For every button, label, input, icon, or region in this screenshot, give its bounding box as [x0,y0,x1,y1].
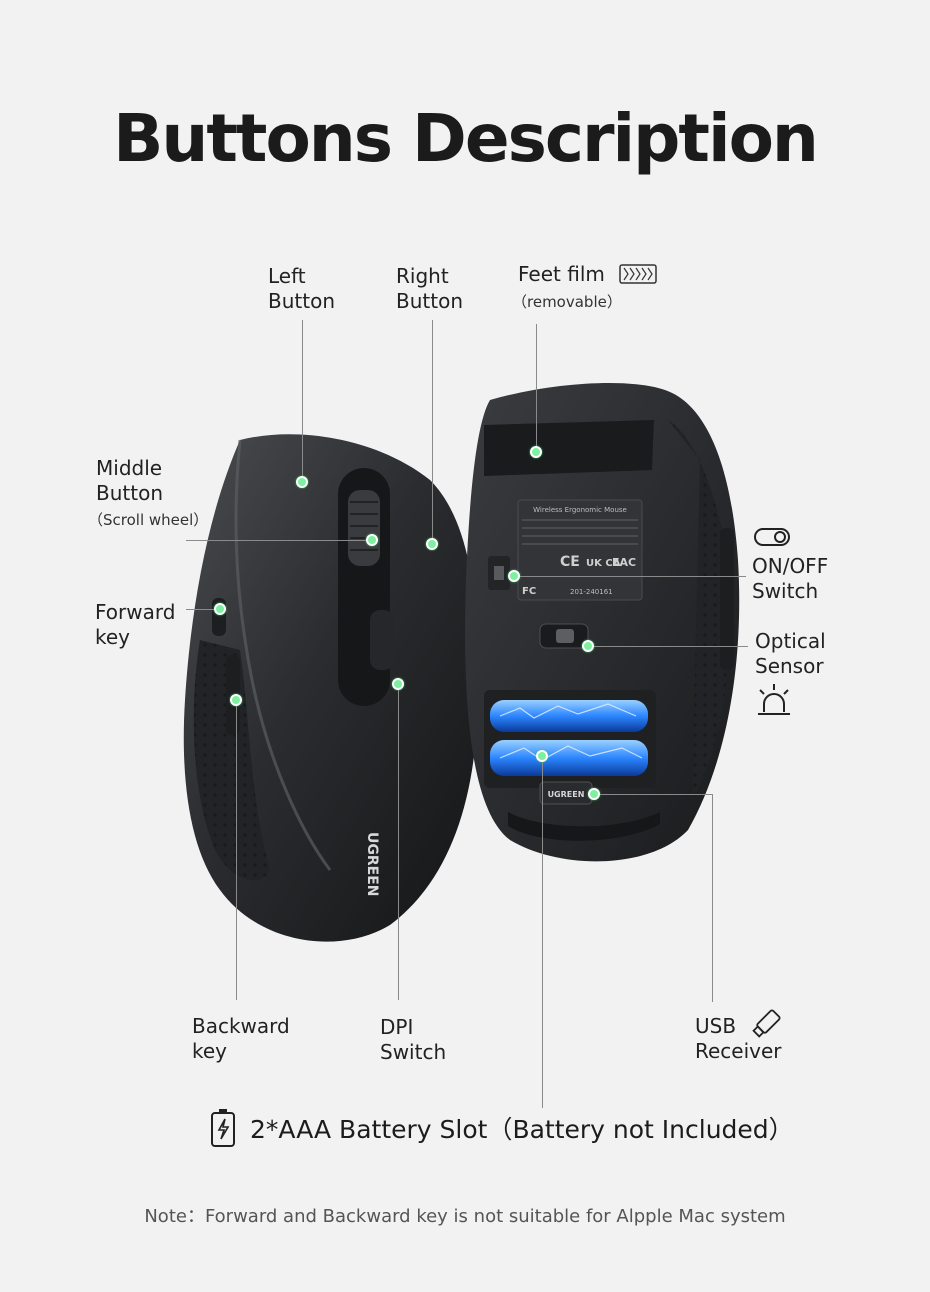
dot-backward-key [230,694,242,706]
ukca-mark: UK CA [586,558,621,569]
dot-on-off [508,570,520,582]
dot-usb-receiver [588,788,600,800]
label-feet-film-note: （removable） [512,293,622,311]
label-dpi-switch: DPI Switch [380,1015,447,1064]
battery-icon [211,1109,235,1147]
dot-optical [582,640,594,652]
leader-right-button [432,320,433,544]
battery-slot-caption: 2*AAA Battery Slot（Battery not Included） [210,1108,794,1148]
label-optical-sensor: Optical Sensor [755,629,826,678]
ce-mark: CE [560,554,580,570]
leader-battery [542,756,543,1108]
label-right-button: Right Button [396,264,463,313]
battery-slot-text: 2*AAA Battery Slot（Battery not Included） [250,1115,794,1144]
leader-usb-h [594,794,712,795]
leader-backward-key [236,700,237,1000]
leader-dpi-switch [398,684,399,1000]
page-title: Buttons Description [113,100,819,177]
label-on-off-switch: ON/OFF Switch [752,554,829,603]
feet-film-text: Feet film [518,262,605,286]
dot-dpi-switch [392,678,404,690]
label-plate-serial: 201-240161 [570,588,613,596]
label-usb-receiver: USB Receiver [695,1014,782,1063]
leader-left-button [302,320,303,482]
label-middle-button: Middle Button [96,456,163,505]
battery-bottom [490,740,648,776]
sensor-light-icon [758,684,790,715]
fcc-mark: FC [522,586,536,597]
dot-feet-film [530,446,542,458]
leader-middle-button-h [186,540,372,541]
leader-on-off [514,576,746,577]
label-plate-heading: Wireless Ergonomic Mouse [533,506,627,514]
feet-film-icon [619,264,657,284]
leader-feet-film [536,324,537,452]
dot-middle-button [366,534,378,546]
dot-left-button [296,476,308,488]
leader-optical [588,646,748,647]
receiver-brand-text: UGREEN [548,790,585,799]
mouse-brand-text: UGREEN [364,832,380,896]
leader-usb-v [712,794,713,1002]
usb-drive-icon [752,1009,781,1038]
label-forward-key: Forward key [95,600,176,649]
dot-right-button [426,538,438,550]
dot-battery [536,750,548,762]
label-middle-button-note: （Scroll wheel） [88,511,209,529]
compatibility-note: Note：Forward and Backward key is not sui… [144,1206,786,1227]
battery-top [490,700,648,732]
label-backward-key: Backward key [192,1014,290,1063]
dot-forward-key [214,603,226,615]
mouse-bottom-view: Wireless Ergonomic Mouse CE UK CA EAC FC… [465,382,740,862]
toggle-switch-icon [754,528,790,546]
mouse-top-view: UGREEN [183,434,479,942]
label-left-button: Left Button [268,264,335,313]
label-feet-film: Feet film [518,262,657,287]
leader-forward-key [186,609,220,610]
eac-mark: EAC [612,556,636,569]
